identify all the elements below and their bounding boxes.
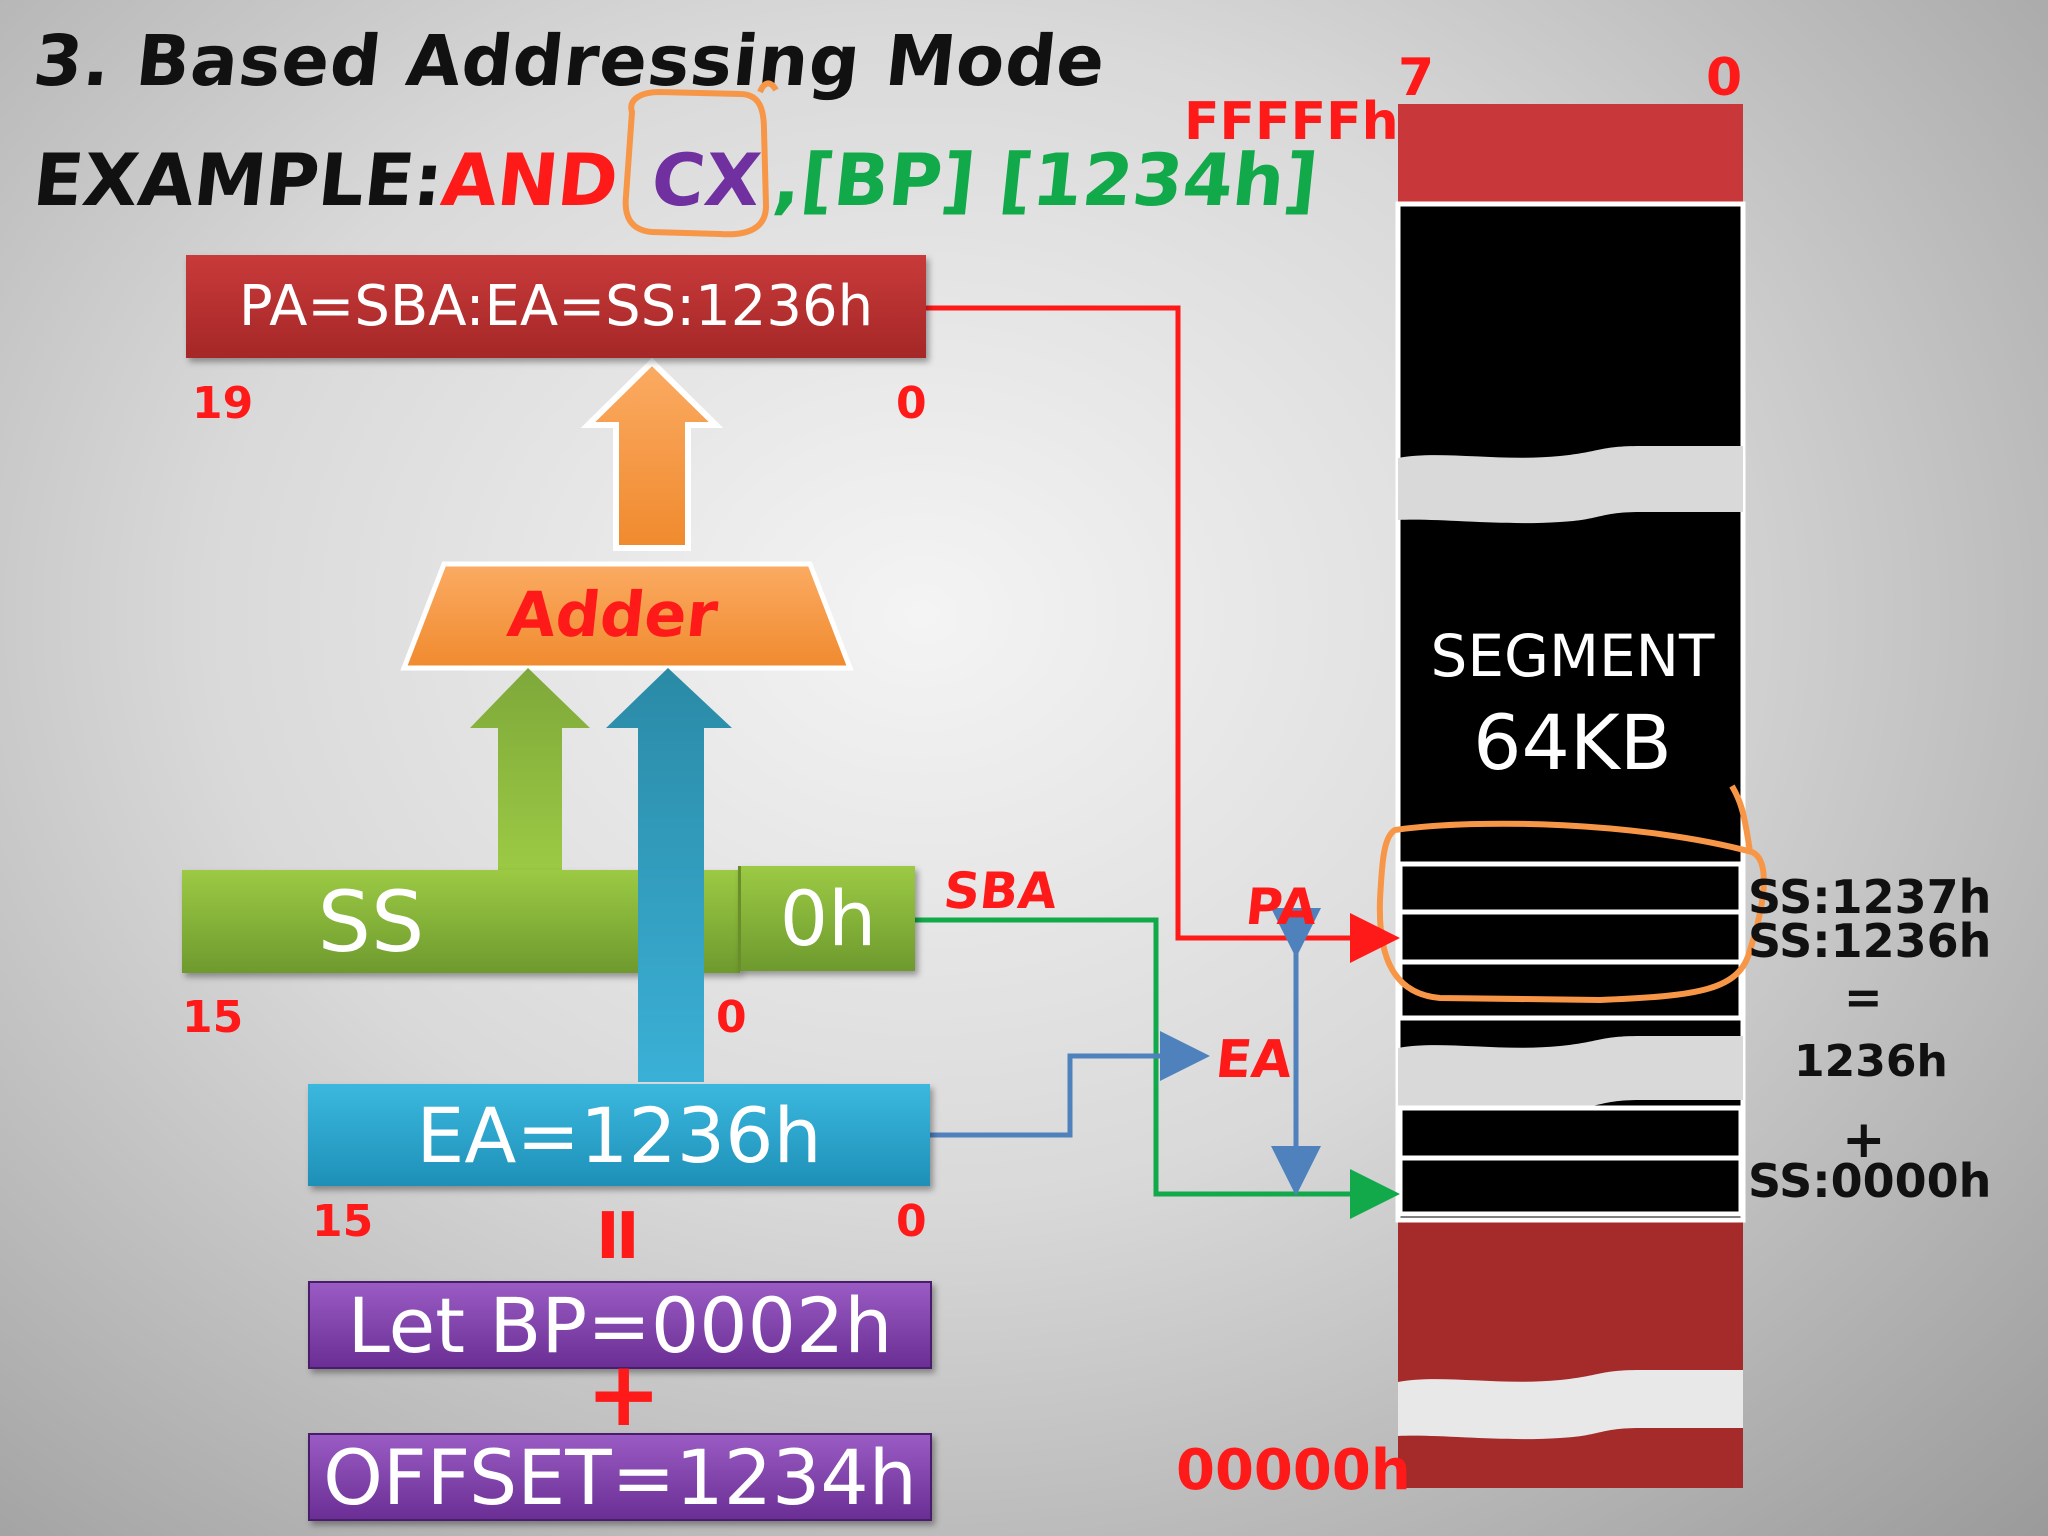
ea-bit-low: 0 bbox=[896, 1196, 927, 1247]
calc-offset: 1236h bbox=[1794, 1036, 1948, 1087]
pa-bit-high: 19 bbox=[192, 378, 254, 429]
memory-bottom-address: 00000h bbox=[1176, 1438, 1411, 1503]
adder-output-arrow bbox=[580, 357, 724, 551]
segment-title: SEGMENT bbox=[1430, 622, 1715, 690]
ea-line bbox=[930, 1031, 1210, 1138]
ea-equals-sign: II bbox=[596, 1200, 640, 1274]
address-ss-1236: SS:1236h bbox=[1748, 914, 1992, 968]
segment-size: 64KB bbox=[1473, 698, 1672, 787]
ss-label: SS bbox=[317, 872, 425, 971]
plus-sign: + bbox=[586, 1342, 662, 1447]
offset-value-box: OFFSET=1234h bbox=[308, 1433, 932, 1522]
address-ss-1237: SS:1237h bbox=[1748, 870, 1992, 924]
calc-plus: + bbox=[1842, 1110, 1886, 1170]
effective-address-box: EA=1236h bbox=[308, 1084, 930, 1186]
calc-equals: = bbox=[1844, 970, 1883, 1024]
memory-top-address: FFFFFh bbox=[1184, 92, 1399, 152]
physical-address-box: PA=SBA:EA=SS:1236h bbox=[186, 255, 926, 358]
ss-to-adder-arrow bbox=[470, 668, 590, 872]
pa-label: PA bbox=[1242, 878, 1320, 936]
ss-bit-high: 15 bbox=[182, 992, 244, 1043]
ss-bit-low: 0 bbox=[716, 992, 747, 1043]
ss-shift-suffix: 0h bbox=[738, 866, 915, 971]
cx-highlight-ring bbox=[622, 80, 779, 238]
bp-value-box: Let BP=0002h bbox=[308, 1281, 932, 1370]
pa-bit-low: 0 bbox=[896, 378, 927, 429]
memory-map bbox=[1395, 104, 1746, 1488]
sba-label: SBA bbox=[940, 862, 1060, 920]
memory-bit-low: 0 bbox=[1706, 48, 1743, 108]
ea-bit-high: 15 bbox=[312, 1196, 374, 1247]
ea-label: EA bbox=[1212, 1030, 1295, 1090]
adder-label: Adder bbox=[504, 578, 722, 651]
address-ss-0000: SS:0000h bbox=[1748, 1154, 1992, 1208]
ea-to-adder-arrow bbox=[606, 668, 732, 1082]
memory-bit-high: 7 bbox=[1398, 48, 1435, 108]
memory-highlight-ring bbox=[1376, 784, 1767, 1004]
adder-block bbox=[400, 561, 854, 671]
